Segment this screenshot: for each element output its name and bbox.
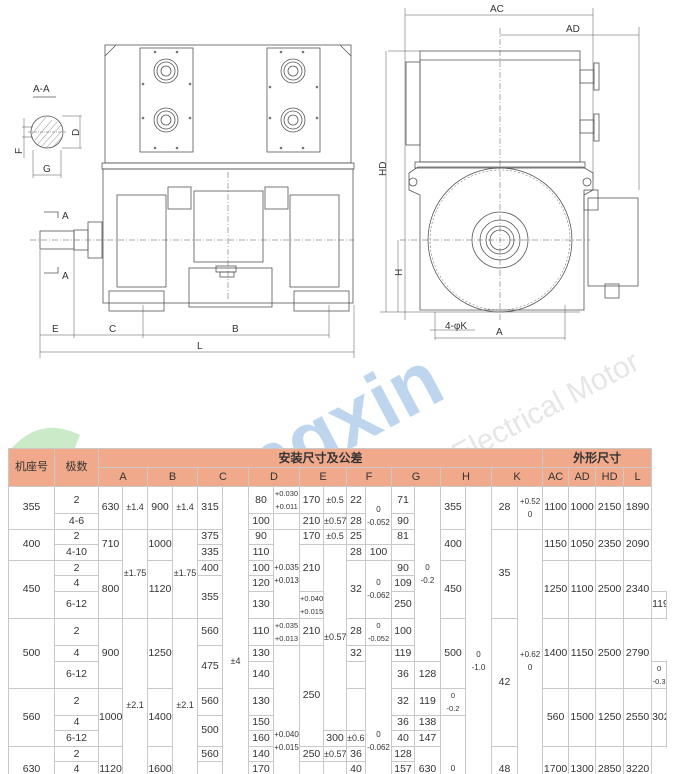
svg-text:L: L	[197, 341, 203, 352]
motor-outline-drawing: A-A D G F A A E C B L AC AD HD H 4-φK A	[14, 4, 640, 358]
header-h: H	[440, 467, 492, 487]
table-row: 355 2 630 ±1.4 900 ±1.4 315 ±4 80 +0.030…	[8, 485, 667, 774]
svg-text:AD: AD	[566, 24, 580, 35]
svg-text:A: A	[496, 327, 503, 338]
table-row: 6-12 160 300 ±0.65 40 147	[9, 730, 667, 747]
header-f: F	[346, 467, 392, 487]
table-row: 4 530 170 300 ±0.65 40 157	[9, 761, 667, 774]
table-row: 500 2 900 ±2.1 1250 ±2.1 560 110 +0.035+…	[8, 617, 667, 774]
spec-table: 机座号 极数 安装尺寸及公差 外形尺寸 A B C D E F G H K AC…	[8, 448, 667, 774]
svg-text:A: A	[62, 271, 69, 282]
header-hd: HD	[595, 467, 625, 487]
header-a: A	[98, 467, 148, 487]
svg-text:G: G	[43, 164, 51, 175]
header-ad: AD	[568, 467, 597, 487]
table-row: 6-12 140 36 128 0-0.3	[9, 660, 667, 689]
table-row: 4 500 150 36 138 0-0.3	[9, 714, 667, 774]
svg-text:C: C	[109, 324, 116, 335]
header-frame: 机座号	[8, 448, 55, 487]
svg-text:D: D	[71, 129, 82, 136]
table-row: 560 2 1000 1400 560 130 32 119 0-0.2 560…	[8, 687, 667, 747]
svg-text:F: F	[14, 148, 25, 154]
header-ac: AC	[542, 467, 570, 487]
technical-drawing: A-A D G F A A E C B L AC AD HD H 4-φK A	[14, 4, 640, 358]
header-c: C	[197, 467, 249, 487]
svg-text:B: B	[232, 324, 239, 335]
front-view	[30, 44, 355, 358]
section-a-a	[22, 96, 82, 178]
table-row: 450 2 800 1120 400 100 32 0-0.062 90 450…	[8, 559, 667, 619]
svg-text:A: A	[62, 211, 69, 222]
table-row: 4-10 335 110 210 ±0.57 28 100	[9, 544, 667, 732]
header-k: K	[490, 467, 544, 487]
header-b: B	[147, 467, 198, 487]
table-row: 6-12 130 +0.040+0.015 250 119	[9, 590, 667, 619]
header-e: E	[299, 467, 347, 487]
section-label: A-A	[33, 84, 50, 95]
header-poles: 极数	[54, 448, 99, 487]
header-g: G	[391, 467, 441, 487]
header-d: D	[248, 467, 300, 487]
svg-text:AC: AC	[490, 4, 504, 15]
header-l: L	[623, 467, 653, 487]
svg-text:4-φK: 4-φK	[445, 321, 467, 332]
table-row: 4 355 120 109	[9, 575, 667, 619]
table-row: 400 2 710 ±1.75 1000 ±1.75 375 90 +0.035…	[8, 528, 667, 774]
table-row: 630 2 1120 1600 560 140 250 ±0.57 36 128…	[8, 745, 667, 774]
table-row: 4 475 130 +0.040+0.015 250 32 0-0.062 11…	[9, 644, 667, 774]
svg-text:H: H	[394, 269, 405, 276]
svg-text:HD: HD	[378, 162, 389, 176]
side-view	[380, 8, 640, 340]
dimension-table: 机座号 极数 安装尺寸及公差 外形尺寸 A B C D E F G H K AC…	[8, 448, 667, 774]
header-outline-group: 外形尺寸	[542, 448, 653, 468]
svg-text:E: E	[52, 324, 59, 335]
header-install-group: 安装尺寸及公差	[97, 448, 544, 468]
